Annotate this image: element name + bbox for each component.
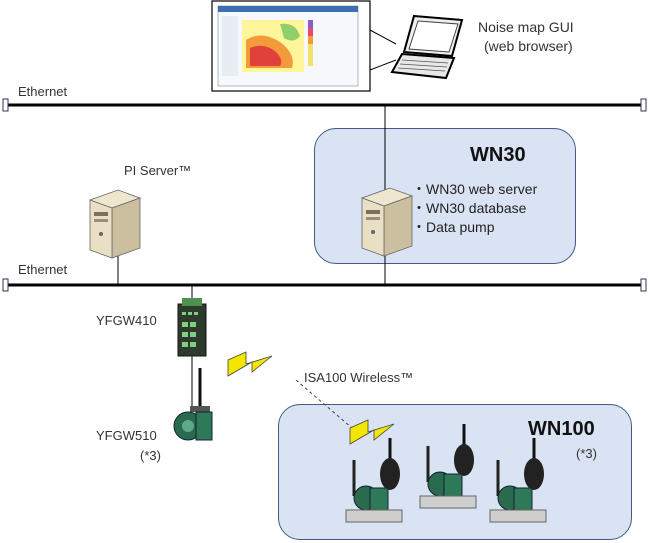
wn30-panel (314, 128, 576, 264)
bus-end-left-top (2, 98, 9, 112)
wn30-item-data-pump: ・Data pump (412, 219, 495, 235)
noise-map-callout (211, 0, 397, 92)
wn100-note: (*3) (576, 446, 597, 461)
wn100-sensor-icon-1 (345, 438, 403, 523)
wn100-sensor-icon-2 (419, 424, 477, 509)
bus-end-right-top (640, 98, 647, 112)
pi-server-label: PI Server™ (124, 163, 192, 178)
yfgw410-gateway-icon (177, 298, 207, 357)
wn30-feature-list: ・WN30 web server ・WN30 database ・Data pu… (412, 180, 537, 237)
web-browser-label: (web browser) (484, 38, 573, 54)
wn100-title: WN100 (528, 418, 595, 440)
lightning-bolt-icon-2 (349, 419, 395, 445)
wn30-item-database: ・WN30 database (412, 200, 527, 216)
lightning-bolt-icon-1 (227, 351, 273, 377)
ethernet-label-top: Ethernet (18, 84, 68, 99)
isa100-wireless-label: ISA100 Wireless™ (304, 370, 414, 385)
wn100-sensor-icon-3 (489, 438, 547, 523)
noise-map-gui-label: Noise map GUI (478, 19, 574, 35)
bus-end-right-bottom (640, 278, 647, 292)
wn100-panel (278, 404, 632, 540)
yfgw510-label: YFGW510 (96, 428, 157, 443)
yfgw410-label: YFGW410 (96, 313, 157, 328)
laptop-icon (390, 14, 464, 80)
bus-end-left-bottom (2, 278, 9, 292)
yfgw510-transmitter-icon (173, 368, 213, 441)
isa100-callout (295, 379, 353, 429)
yfgw510-note: (*3) (140, 448, 161, 463)
wn30-title: WN30 (470, 144, 526, 166)
pi-server-tower-icon (88, 189, 142, 259)
ethernet-label-bottom: Ethernet (18, 262, 68, 277)
wn30-item-web-server: ・WN30 web server (412, 181, 538, 197)
wn30-server-tower-icon (360, 187, 414, 257)
